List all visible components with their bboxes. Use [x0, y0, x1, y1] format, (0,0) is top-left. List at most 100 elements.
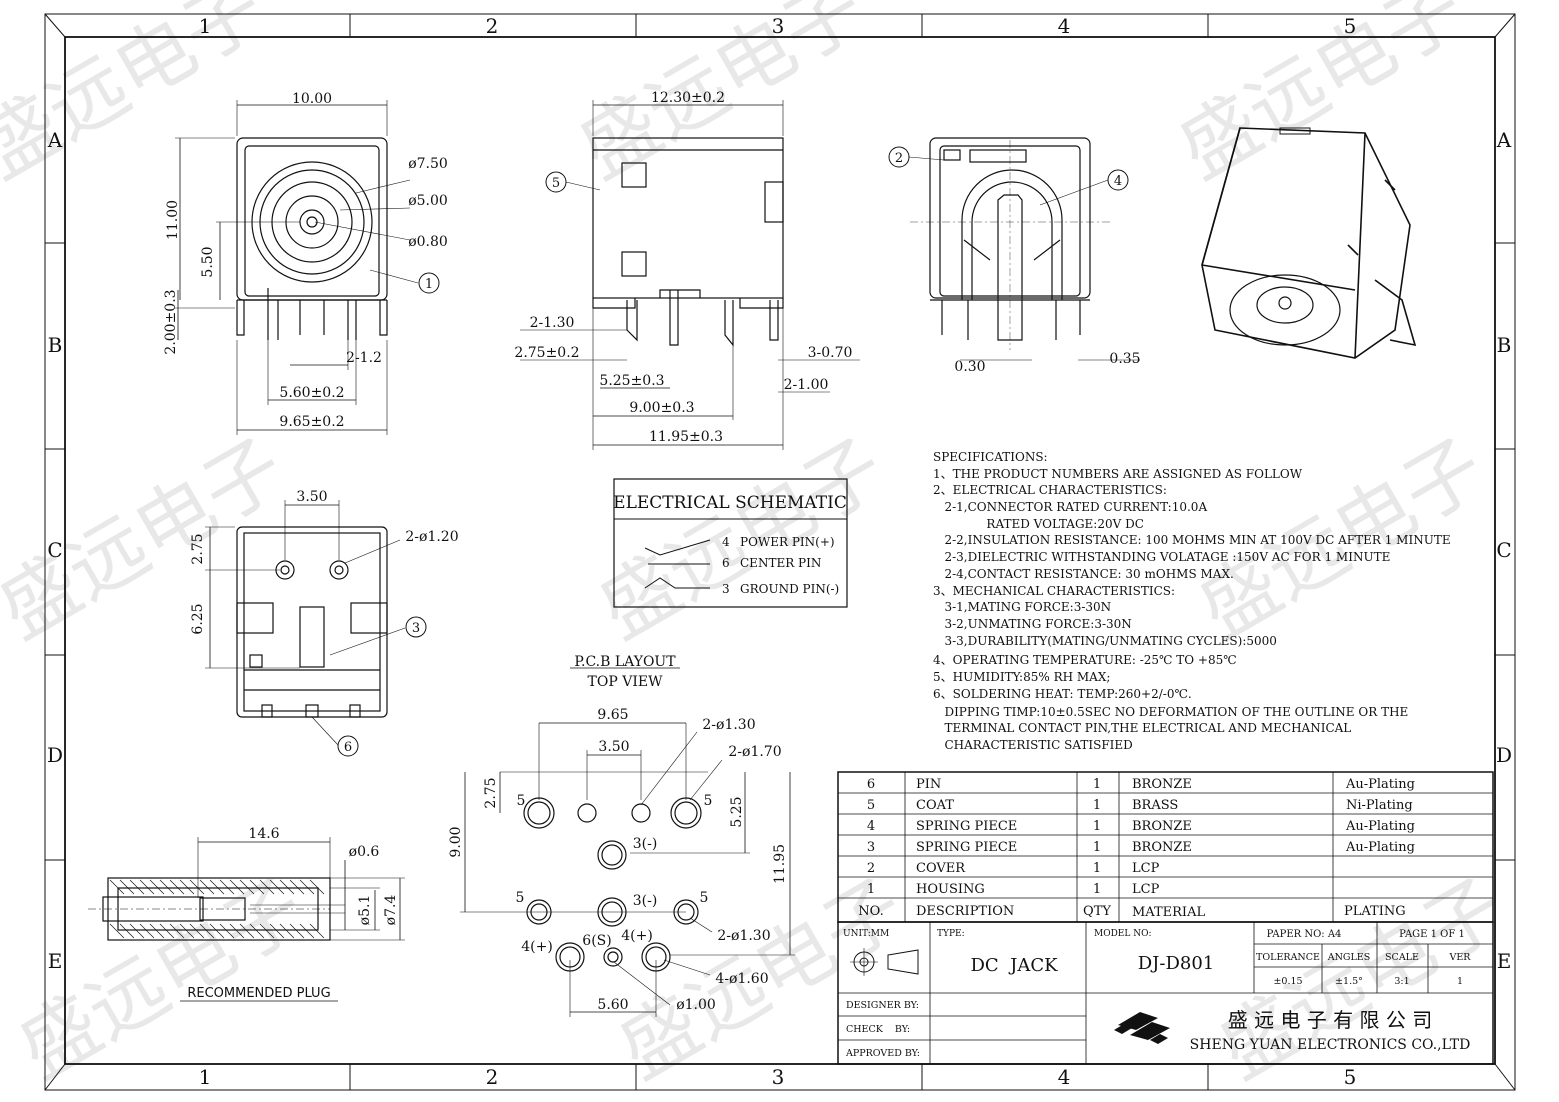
bom-header-no: NO.	[858, 904, 883, 919]
dim-label: ø0.6	[349, 844, 380, 860]
scale-label: SCALE	[1385, 952, 1419, 963]
page-count: PAGE 1 OF 1	[1399, 929, 1465, 940]
dim-label: ø7.50	[408, 156, 448, 172]
dim-label: 11.95	[772, 844, 788, 884]
dim-label: 4-ø1.60	[715, 971, 768, 987]
bom-no: 3	[867, 840, 875, 855]
bom-plating: Au-Plating	[1345, 819, 1415, 834]
dim-label: 2.75±0.2	[514, 345, 579, 361]
bom-qty: 1	[1093, 819, 1101, 834]
spec-line: CHARACTERISTIC SATISFIED	[933, 738, 1133, 752]
company-name-cn: 盛 远 电 子 有 限 公 司	[1228, 1008, 1433, 1032]
pad-label: 4(+)	[521, 939, 553, 955]
designer-label: DESIGNER BY:	[846, 1000, 919, 1011]
spec-line: 2-4,CONTACT RESISTANCE: 30 mOHMS MAX.	[933, 567, 1234, 581]
grid-row-label: B	[48, 333, 63, 357]
grid-col-label: 2	[486, 14, 499, 38]
dim-label: 2-ø1.30	[702, 717, 755, 733]
dim-label: 5.50	[200, 246, 216, 277]
tolerance-label: TOLERANCE	[1256, 952, 1320, 963]
type-label: TYPE:	[937, 929, 965, 939]
grid-row-label: B	[1497, 333, 1512, 357]
bom-plating: Au-Plating	[1345, 777, 1415, 792]
spec-line: 3-3,DURABILITY(MATING/UNMATING CYCLES):5…	[933, 634, 1277, 648]
paper-no: PAPER NO: A4	[1267, 929, 1342, 940]
bom-plating: Ni-Plating	[1346, 798, 1413, 813]
pad-label: 3(-)	[633, 836, 658, 852]
angles-label: ANGLES	[1327, 952, 1371, 963]
grid-col-label: 5	[1344, 14, 1357, 38]
pad-label: 5	[704, 793, 713, 809]
schematic-pin-label: POWER PIN(+)	[740, 535, 835, 549]
plug-caption: RECOMMENDED PLUG	[187, 986, 330, 1001]
spec-line: 2-3,DIELECTRIC WITHSTANDING VOLATAGE :15…	[933, 550, 1390, 564]
dim-label: 0.35	[1109, 351, 1140, 367]
dim-label: ø7.4	[383, 895, 399, 926]
bom-desc: SPRING PIECE	[916, 819, 1017, 834]
grid-labels: 1 2 3 4 5 1 2 3 4 5 A B C D E A B C D E	[47, 14, 1512, 1089]
pad-label: 3(-)	[633, 893, 658, 909]
sheet-frame	[44, 13, 1516, 1091]
model-value: DJ-D801	[1138, 953, 1215, 974]
angles-value: ±1.5°	[1335, 976, 1363, 987]
dim-label: 5.60	[597, 997, 628, 1013]
recommended-plug-labels: 14.6 ø0.6 ø5.1 ø7.4 RECOMMENDED PLUG	[187, 826, 399, 1001]
dim-label: 14.6	[248, 826, 279, 842]
pcb-layout	[460, 667, 795, 1017]
schematic-pin-num: 6	[722, 556, 730, 570]
grid-col-label: 5	[1344, 1065, 1357, 1089]
pad-label: 5	[517, 793, 526, 809]
pad-label: 5	[516, 890, 525, 906]
grid-row-label: C	[1496, 538, 1511, 562]
bom-desc: HOUSING	[916, 882, 985, 897]
dim-label: 3.50	[296, 489, 327, 505]
spec-line: RATED VOLTAGE:20V DC	[933, 517, 1144, 531]
spec-line: 4、OPERATING TEMPERATURE: -25℃ TO +85℃	[933, 653, 1237, 667]
schematic-pin-label: CENTER PIN	[740, 556, 821, 570]
pad-label: 6(S)	[582, 933, 611, 949]
bom-qty: 1	[1093, 777, 1101, 792]
approved-label: APPROVED BY:	[845, 1048, 920, 1059]
bottom-view-labels: 3.50 2-ø1.20 2.75 6.25 3 6	[190, 489, 459, 755]
watermark-text: 盛远电子	[1165, 0, 1480, 196]
version-label: VER	[1449, 952, 1472, 963]
recommended-plug	[88, 837, 405, 941]
dim-label: 2-1.30	[530, 315, 575, 331]
spec-line: 5、HUMIDITY:85% RH MAX;	[933, 670, 1110, 684]
type-value: DC JACK	[970, 955, 1058, 976]
rear-view-labels: 2 4 0.30 0.35	[895, 151, 1141, 375]
grid-col-label: 4	[1058, 14, 1071, 38]
balloon-label: 1	[425, 277, 433, 292]
side-view	[520, 100, 860, 450]
dim-label: 3.50	[598, 739, 629, 755]
balloon-label: 2	[895, 151, 903, 166]
dim-label: 11.95±0.3	[649, 429, 723, 445]
grid-col-label: 3	[772, 14, 785, 38]
dim-label: 2-ø1.20	[405, 529, 458, 545]
front-view	[175, 100, 440, 435]
spec-line: 3-2,UNMATING FORCE:3-30N	[933, 617, 1132, 631]
bom-desc: PIN	[916, 777, 941, 792]
dim-label: 6.25	[190, 603, 206, 634]
schematic-pin-num: 4	[722, 535, 730, 549]
grid-row-label: E	[48, 949, 63, 973]
spec-line: 3、MECHANICAL CHARACTERISTICS:	[933, 584, 1175, 598]
dim-label: 5.25	[729, 796, 745, 827]
dim-label: 5.25±0.3	[599, 373, 664, 389]
watermark-text: 盛远电子	[0, 0, 280, 196]
grid-row-label: E	[1497, 949, 1512, 973]
spec-line: DIPPING TIMP:10±0.5SEC NO DEFORMATION OF…	[933, 705, 1408, 719]
dim-label: 10.00	[292, 91, 332, 107]
side-view-labels: 12.30±0.2 5 2-1.30 2.75±0.2 5.25±0.3 9.0…	[514, 90, 852, 445]
dim-label: 2.00±0.3	[163, 289, 179, 354]
bom-qty: 1	[1093, 798, 1101, 813]
model-label: MODEL NO:	[1094, 929, 1152, 939]
schematic-title: ELECTRICAL SCHEMATIC	[613, 493, 847, 513]
bom-no: 1	[867, 882, 875, 897]
bom-material: BRONZE	[1132, 819, 1192, 834]
bom-no: 5	[867, 798, 875, 813]
isometric-view	[1201, 127, 1417, 359]
dim-label: ø0.80	[408, 234, 448, 250]
spec-line: 3-1,MATING FORCE:3-30N	[933, 600, 1111, 614]
